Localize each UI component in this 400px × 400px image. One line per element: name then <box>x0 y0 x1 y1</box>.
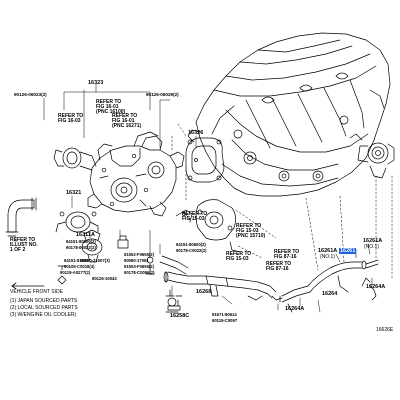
part-label-91552-f0655[interactable]: 91552-F0655(2) <box>124 252 155 257</box>
outlet-housing-drawing <box>175 199 241 253</box>
part-label-16264a[interactable]: 16264A <box>366 284 386 290</box>
figure-code: 16626E <box>376 327 394 333</box>
part-label-16321[interactable]: 16321 <box>66 190 82 196</box>
refer-label-fig-87-16[interactable]: REFER TO FIG 87-16 <box>274 249 300 260</box>
refer-label-fig-15-03-b[interactable]: REFER TO FIG 15-03 <box>226 251 252 262</box>
engine-block-drawing <box>187 32 395 197</box>
part-label-16261a-right[interactable]: 16261A <box>363 238 383 244</box>
part-label-90126-06023[interactable]: 90126-06023(2) <box>14 92 47 97</box>
note-no1: (NO.1) <box>320 254 335 260</box>
vehicle-front-label: VEHICLE FRONT SIDE <box>10 289 63 295</box>
part-label-94151-80600-b[interactable]: 94151-80600(2) <box>176 242 206 247</box>
part-label-16268[interactable]: 16268 <box>196 289 212 295</box>
legend-engine-oil-cooler: (3) W/ENGINE OIL COOLER) <box>10 312 77 318</box>
part-label-16264[interactable]: 16264 <box>322 291 338 297</box>
part-label-90178-c0056[interactable]: 90178-C0056(2) <box>124 270 155 275</box>
refer-label-fig-16-01-pnc-16100[interactable]: REFER TO FIG 16-01 (PNC 16100) <box>96 99 126 115</box>
refer-label-fig-16-01-pnc-16271[interactable]: REFER TO FIG 16-01 (PNC 16271) <box>112 113 142 129</box>
part-label-16323[interactable]: 16323 <box>88 80 104 86</box>
leader-lines <box>15 83 393 313</box>
part-label-90126-10043[interactable]: 90126-10043 <box>92 276 117 281</box>
part-label-16311a[interactable]: 16311A <box>76 232 95 238</box>
part-label-90178-c0022[interactable]: 90178-C0022(2) <box>176 248 207 253</box>
part-label-94151-80600[interactable]: 94151-80600(2) <box>66 239 96 244</box>
gasket-16326-drawing <box>185 137 225 183</box>
part-label-94151-81001[interactable]: 94151-81001 <box>64 258 89 263</box>
part-label-90105-c0018[interactable]: 90105-C0018(4) <box>64 264 95 269</box>
refer-label-fig-15-03[interactable]: REFER TO FIG 15-03 <box>182 211 208 222</box>
part-label-16261a[interactable]: 16261A <box>318 248 338 254</box>
water-pump-housing-drawing <box>53 131 185 217</box>
part-label-16258c[interactable]: 16258C <box>170 313 190 319</box>
part-label-91671-80614[interactable]: 91671-80614 <box>212 312 237 317</box>
bypass-pipe-16258c-drawing <box>159 255 189 307</box>
note-no1-right: (NO.1) <box>364 244 379 250</box>
part-label-90119-a0277[interactable]: 90119-A0277(2) <box>60 270 91 275</box>
left-hose-drawing <box>5 197 37 237</box>
small-parts-drawing <box>57 235 181 313</box>
refer-label-fig-87-16-b[interactable]: REFER TO FIG 87-16 <box>266 261 292 272</box>
legend-japan-sourced: (1) JAPAN SOURCED PARTS <box>10 298 78 304</box>
part-label-90178-08022[interactable]: 90178-08022(2) <box>66 245 96 250</box>
part-label-90126-06029[interactable]: 90126-06029(2) <box>146 92 179 97</box>
vehicle-front-arrow <box>11 282 45 290</box>
part-label-90119-c0097[interactable]: 90119-C0097 <box>212 318 238 323</box>
refer-label-fig-16-03[interactable]: REFER TO FIG 16-03 <box>58 113 84 124</box>
refer-label-illust-1-of-2[interactable]: REFER TO ILLUST NO. 1 OF 2 <box>10 237 38 253</box>
refer-label-fig-15-03-pnc-15710[interactable]: REFER TO FIG 15-03 (PNC 15710) <box>236 223 266 239</box>
thermostat-cover-drawing <box>55 211 103 263</box>
part-label-90080-31007[interactable]: 90080-31007(3) <box>80 258 110 263</box>
part-label-16261-highlighted[interactable]: 16261 <box>339 248 357 254</box>
right-hoses-drawing <box>279 259 379 313</box>
water-pipe-16268-drawing <box>163 271 283 301</box>
part-label-90080-17061[interactable]: 90080-17061 <box>124 258 149 263</box>
part-label-16264a-bottom[interactable]: 16264A <box>285 306 305 312</box>
legend-local-sourced: (2) LOCAL SOURCED PARTS <box>10 305 78 311</box>
part-label-91553-f0655[interactable]: 91553-F0655(2) <box>124 264 155 269</box>
part-label-16326[interactable]: 16326 <box>188 130 204 136</box>
